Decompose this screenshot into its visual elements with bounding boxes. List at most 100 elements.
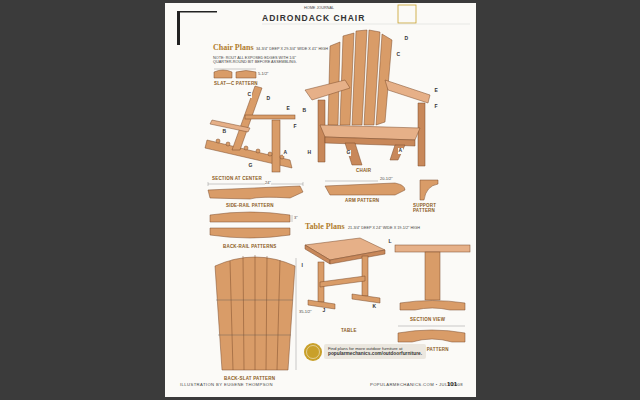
callout-letter: I — [301, 263, 303, 269]
dimension: 35-1/2" — [299, 310, 312, 314]
slat-pattern — [236, 71, 256, 79]
footer-text: ILLUSTRATION BY EUGENE THOMPSON — [180, 383, 273, 388]
section-drawing — [216, 139, 220, 143]
section-drawing — [268, 152, 272, 156]
dimension: 3" — [294, 216, 298, 220]
view-caption: TABLE — [341, 329, 357, 334]
callout-letter: E — [286, 106, 290, 112]
note-text: 21-3/4" DEEP X 24" WIDE X 19-1/2" HIGH — [348, 226, 420, 230]
slat-pattern — [214, 69, 256, 78]
banner-text: Find plans for more outdoor furniture at — [328, 346, 422, 351]
note-text: 34-3/4" DEEP X 29-3/4" WIDE X 41" HIGH — [256, 47, 328, 51]
back-slat-pattern — [243, 256, 244, 370]
page-number: 101 — [447, 381, 457, 388]
section-view — [395, 245, 470, 252]
side-rail-pattern — [208, 182, 209, 186]
table-illustration — [352, 294, 380, 303]
callout-letter: D — [404, 36, 409, 42]
chair-illustration — [376, 34, 392, 125]
section-view — [425, 252, 440, 300]
foot-pattern — [398, 330, 465, 342]
section-drawing — [205, 86, 295, 172]
back-rail-pattern — [210, 212, 290, 222]
page-title: ADIRONDACK CHAIR — [262, 14, 365, 23]
view-caption: BACK-SLAT PATTERN — [224, 377, 275, 382]
foot-pattern — [398, 326, 465, 327]
view-caption: BACK-RAIL PATTERNS — [223, 245, 276, 250]
callout-letter: K — [372, 304, 377, 310]
support-pattern — [420, 180, 438, 200]
foot-pattern — [398, 326, 465, 342]
section-drawing — [210, 120, 250, 132]
chair-illustration — [340, 33, 354, 125]
magazine-page — [165, 3, 476, 397]
back-slat-pattern — [266, 256, 267, 370]
section-view — [395, 245, 470, 310]
section-view — [400, 301, 465, 311]
view-caption: SECTION AT CENTER — [212, 177, 262, 182]
side-rail-pattern — [208, 184, 303, 185]
chair-illustration — [385, 80, 430, 103]
arm-pattern — [325, 181, 378, 182]
side-rail-pattern — [303, 182, 304, 186]
view-caption: SLAT—C PATTERN — [214, 82, 258, 87]
section-drawing — [280, 155, 284, 159]
back-slat-pattern — [215, 255, 296, 370]
note-text: NOTE: ROUT ALL EXPOSED EDGES WITH 1/4" Q… — [213, 56, 299, 64]
side-rail-pattern — [208, 186, 303, 199]
table-illustration — [305, 238, 385, 309]
section-drawing — [226, 142, 230, 146]
note-text: HOME JOURNAL — [304, 6, 334, 10]
table-illustration — [330, 250, 385, 264]
callout-letter: C — [247, 92, 252, 98]
section-heading: Chair Plans — [213, 44, 254, 53]
callout-letter: A — [398, 148, 403, 154]
section-drawing — [245, 115, 295, 119]
table-illustration — [320, 276, 365, 287]
view-caption: SIDE-RAIL PATTERN — [226, 204, 274, 209]
dimension: 5-1/2" — [258, 72, 269, 76]
view-caption: CHAIR — [356, 169, 371, 174]
back-slat-pattern — [255, 255, 256, 370]
header-bracket — [177, 11, 180, 45]
section-heading: Table Plans — [305, 223, 345, 232]
side-rail-pattern — [208, 182, 303, 199]
back-rail-pattern — [210, 212, 292, 238]
back-slat-pattern — [216, 300, 293, 301]
promo-banner: Find plans for more outdoor furniture at… — [324, 344, 426, 359]
callout-letter: F — [434, 104, 438, 110]
callout-letter: E — [434, 88, 438, 94]
chair-illustration — [305, 80, 350, 100]
chair-illustration — [345, 143, 362, 165]
view-caption: ARM PATTERN — [345, 199, 379, 204]
dimension: 20-1/2" — [380, 177, 393, 181]
table-illustration — [305, 238, 385, 260]
callout-letter: F — [293, 124, 297, 130]
section-drawing — [244, 146, 248, 150]
table-illustration — [305, 245, 330, 264]
callout-letter: C — [396, 52, 401, 58]
section-drawing — [272, 120, 280, 172]
back-rail-pattern — [292, 215, 293, 222]
back-slat-pattern — [296, 258, 297, 370]
arm-pattern — [325, 183, 405, 195]
view-caption: SECTION VIEW — [410, 318, 445, 323]
callout-letter: D — [266, 96, 271, 102]
header-tab — [398, 5, 416, 23]
view-caption: SUPPORT PATTERN — [413, 204, 443, 214]
section-drawing — [256, 149, 260, 153]
dimension: 24" — [265, 181, 271, 185]
chair-illustration — [390, 145, 405, 160]
slat-pattern — [214, 69, 256, 70]
callout-letter: A — [283, 150, 288, 156]
back-slat-pattern — [218, 335, 291, 336]
back-slat-pattern — [230, 261, 233, 370]
callout-letter: L — [388, 239, 392, 245]
header-bracket — [177, 11, 217, 45]
back-rail-pattern — [210, 228, 290, 238]
back-slat-pattern — [277, 260, 280, 370]
callout-letter: B — [302, 108, 307, 114]
callout-letter: G — [346, 150, 351, 156]
